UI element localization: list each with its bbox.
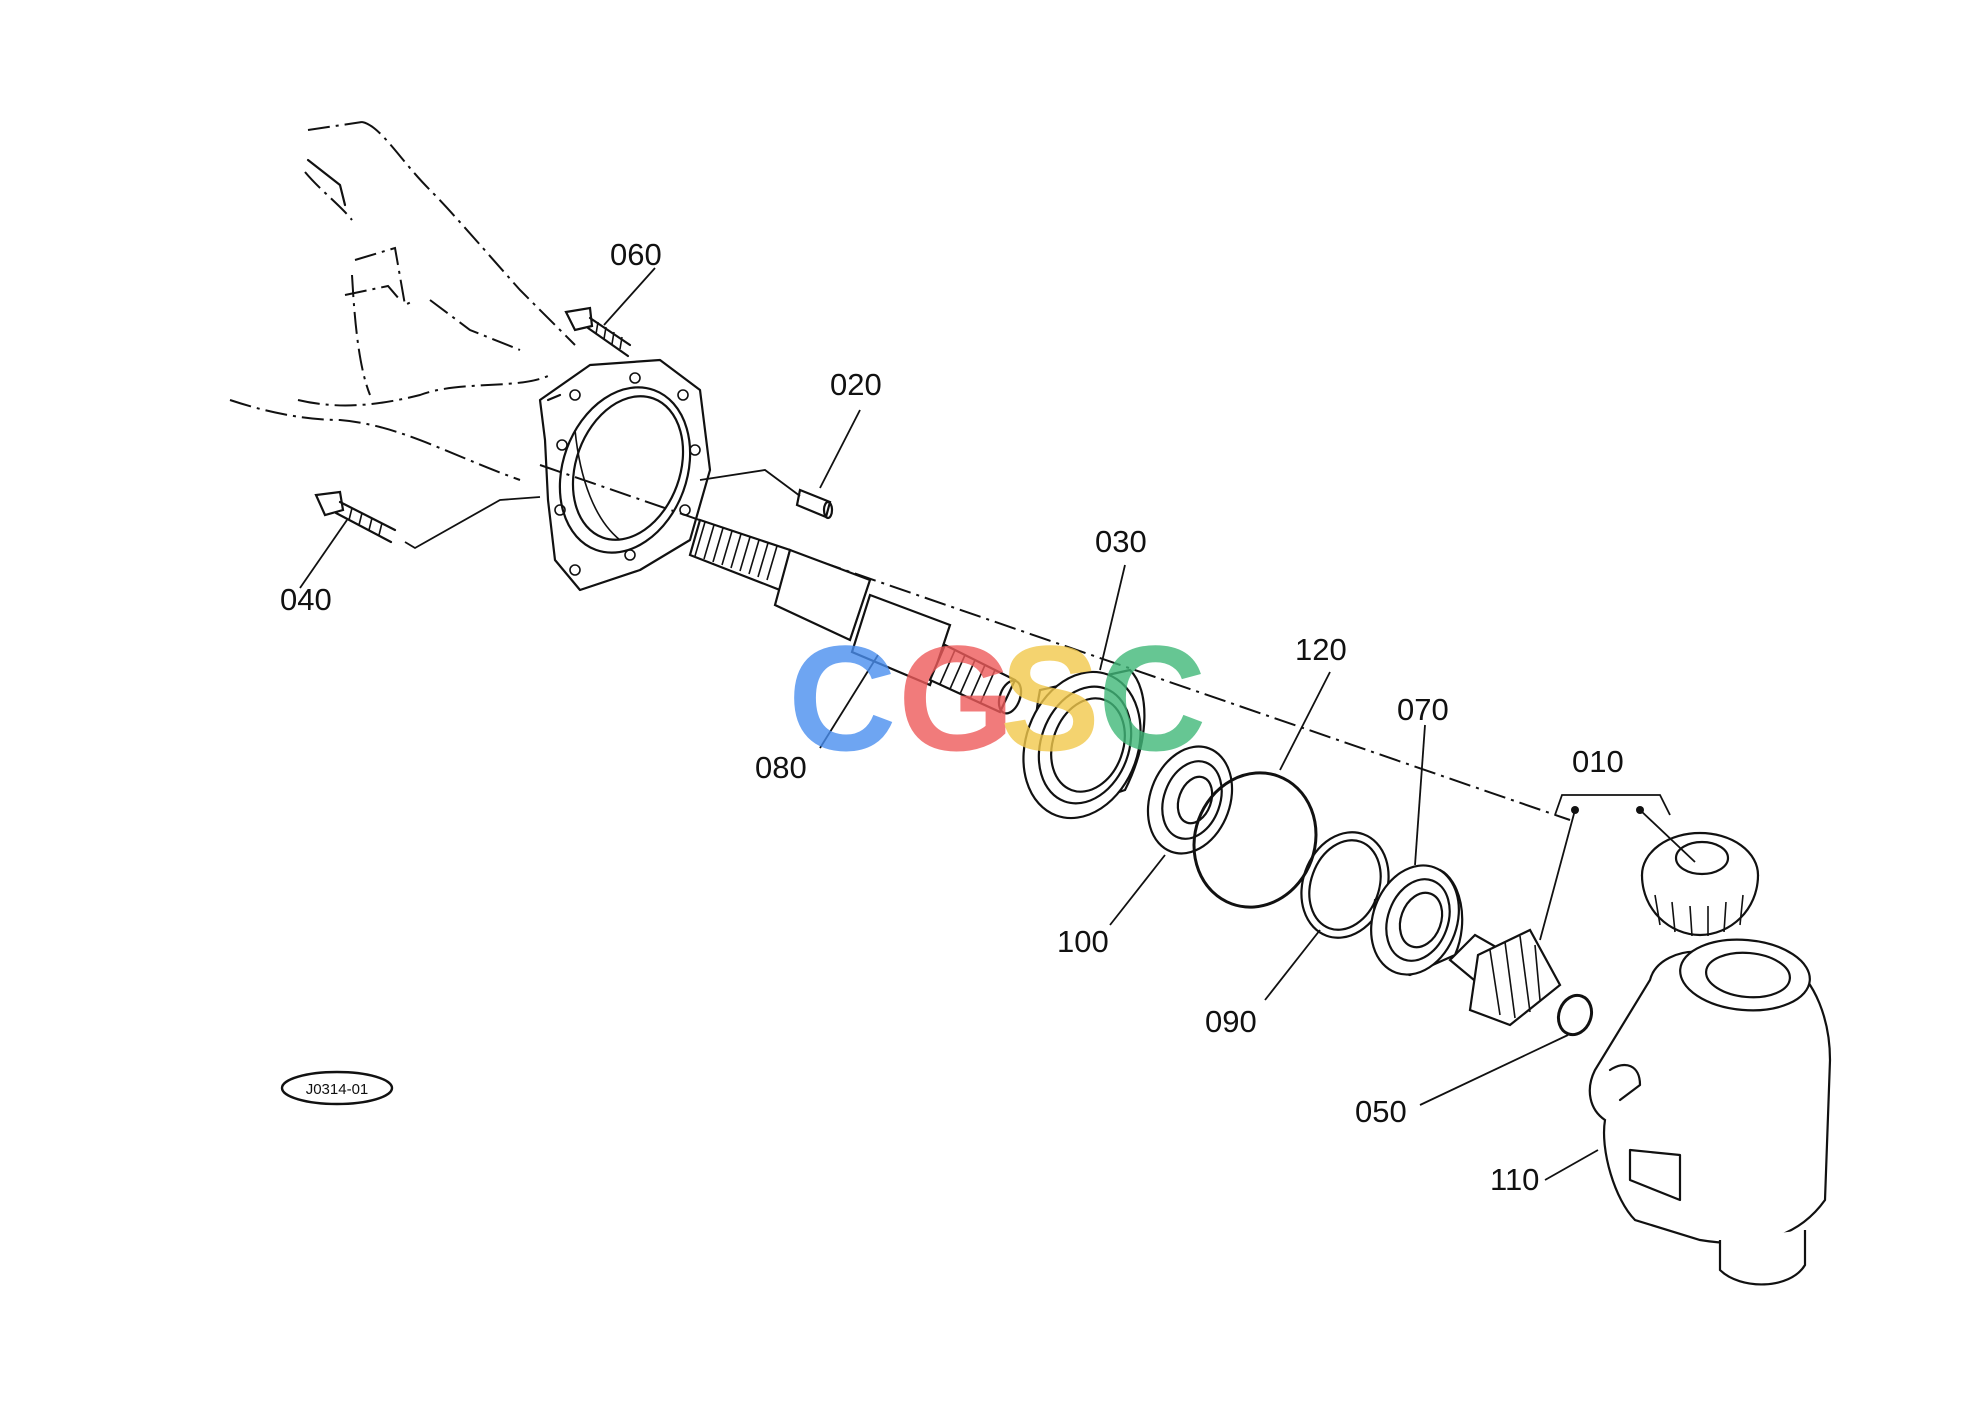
- label-020: 020: [830, 367, 882, 402]
- label-050: 050: [1355, 1094, 1407, 1129]
- watermark: C G S C: [788, 614, 1206, 782]
- watermark-letter-4: C: [1098, 614, 1206, 782]
- bearing-housing-030: [1022, 564, 1146, 820]
- center-axis: [539, 464, 1571, 821]
- label-070: 070: [1397, 692, 1449, 727]
- label-100: 100: [1057, 924, 1109, 959]
- label-120: 120: [1295, 632, 1347, 667]
- bolt-060: [564, 267, 656, 358]
- drawing-code: J0314-01: [306, 1081, 369, 1098]
- label-110: 110: [1490, 1162, 1539, 1197]
- bracket-010: [1539, 794, 1696, 941]
- shaft-080: [688, 518, 1023, 749]
- snap-ring-050: [1419, 993, 1594, 1106]
- bevel-gear-small: [1448, 928, 1562, 1027]
- bolt-040: [299, 490, 541, 589]
- label-090: 090: [1205, 1004, 1257, 1039]
- watermark-letter-3: S: [1000, 614, 1100, 782]
- flange-plate: [538, 358, 712, 592]
- bearing-100: [1109, 745, 1234, 926]
- label-040: 040: [280, 582, 332, 617]
- label-030: 030: [1095, 524, 1147, 559]
- axle-housing: [229, 121, 576, 481]
- o-ring-120: [1192, 671, 1331, 909]
- watermark-letter-2: G: [898, 614, 1015, 782]
- label-010: 010: [1572, 744, 1624, 779]
- label-060: 060: [610, 237, 662, 272]
- gear-case-110: [1544, 938, 1832, 1286]
- watermark-letter-1: C: [788, 614, 896, 782]
- bevel-gear-large: [1640, 831, 1760, 937]
- bearing-070: [1370, 724, 1464, 977]
- drawing-code-stamp: J0314-01: [280, 1070, 394, 1106]
- label-080: 080: [755, 750, 807, 785]
- pin-020: [699, 409, 861, 520]
- callout-labels: 060 020 040 030 080 120 070 010 100 090 …: [280, 237, 1624, 1197]
